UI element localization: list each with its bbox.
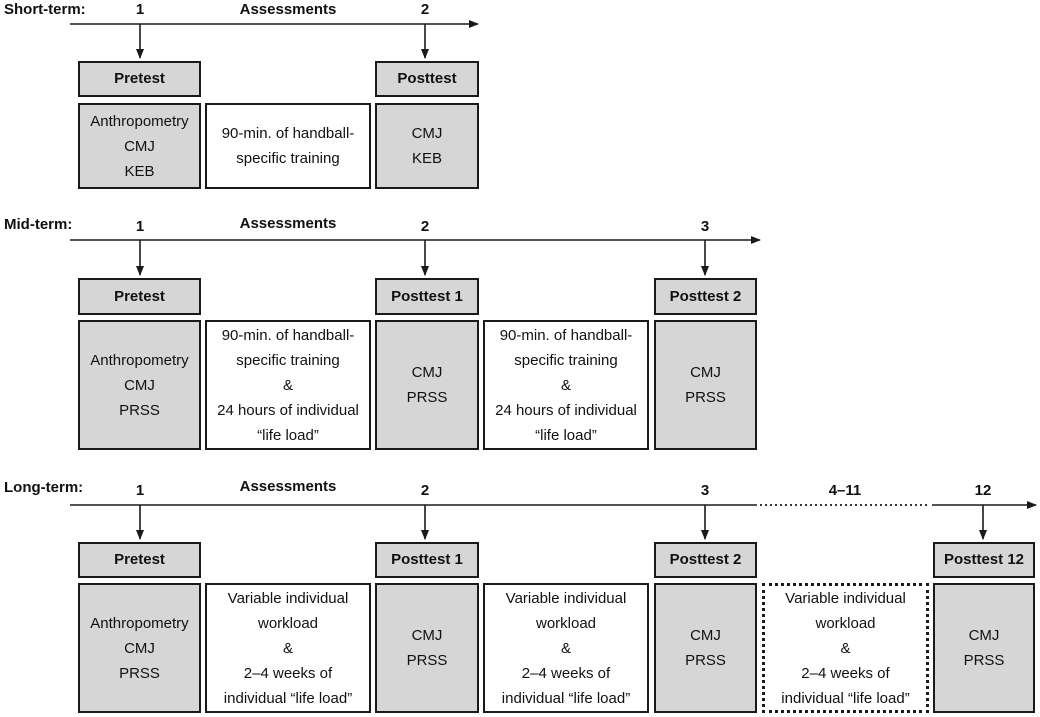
mid-term-label: Mid-term: (4, 216, 73, 233)
long-workload1-line: 2–4 weeks of (243, 664, 333, 682)
long-posttest2-line: CMJ (690, 627, 721, 644)
long-posttest12-header: Posttest 12 (933, 542, 1035, 578)
long-number-4-11: 4–11 (828, 482, 862, 499)
short-pretest-title: Pretest (114, 70, 165, 87)
long-assessments-label: Assessments (239, 478, 337, 495)
short-pretest-box: Anthropometry CMJ KEB (78, 103, 201, 189)
long-workload2-line: & (560, 639, 571, 657)
long-posttest2-box: CMJ PRSS (654, 583, 757, 713)
long-workload-box-3: Variable individual workload & 2–4 weeks… (762, 583, 929, 713)
long-number-2: 2 (420, 482, 430, 499)
mid-posttest2-line: CMJ (690, 364, 721, 381)
long-workload2-line: individual “life load” (501, 689, 631, 707)
mid-posttest1-line: PRSS (406, 389, 448, 406)
long-workload-box-1: Variable individual workload & 2–4 weeks… (205, 583, 371, 713)
mid-posttest1-header: Posttest 1 (375, 278, 479, 315)
short-assessments-label: Assessments (239, 1, 337, 18)
mid-pretest-title: Pretest (114, 287, 165, 305)
long-pretest-line: PRSS (119, 664, 160, 682)
long-workload3-line: workload (815, 614, 876, 632)
long-number-3: 3 (700, 482, 710, 499)
mid-training2-line: “life load” (535, 426, 597, 444)
long-workload3-line: Variable individual (785, 589, 906, 607)
long-workload1-line: Variable individual (227, 589, 349, 607)
mid-pretest-line: CMJ (124, 376, 155, 394)
mid-training2-line: 24 hours of individual (495, 401, 637, 419)
long-workload2-line: workload (535, 614, 597, 632)
long-posttest12-title: Posttest 12 (943, 551, 1025, 568)
mid-posttest2-header: Posttest 2 (654, 278, 757, 315)
short-training-line: specific training (236, 150, 340, 167)
mid-training-box-1: 90-min. of handball- specific training &… (205, 320, 371, 450)
long-workload3-line: 2–4 weeks of (801, 664, 890, 682)
mid-number-1: 1 (135, 218, 145, 235)
long-posttest2-header: Posttest 2 (654, 542, 757, 578)
mid-pretest-header: Pretest (78, 278, 201, 315)
short-training-line: 90-min. of handball- (221, 125, 355, 142)
long-posttest1-box: CMJ PRSS (375, 583, 479, 713)
short-posttest-box: CMJ KEB (375, 103, 479, 189)
long-workload1-line: workload (257, 614, 319, 632)
long-pretest-line: CMJ (124, 639, 155, 657)
mid-posttest1-box: CMJ PRSS (375, 320, 479, 450)
short-pretest-line: KEB (124, 162, 155, 180)
mid-posttest1-title: Posttest 1 (391, 287, 463, 305)
short-posttest-title: Posttest (397, 70, 457, 87)
mid-posttest2-title: Posttest 2 (669, 287, 742, 305)
long-posttest2-title: Posttest 2 (669, 551, 742, 568)
mid-training2-line: 90-min. of handball- (499, 326, 633, 344)
long-pretest-box: Anthropometry CMJ PRSS (78, 583, 201, 713)
long-workload-box-2: Variable individual workload & 2–4 weeks… (483, 583, 649, 713)
mid-pretest-line: Anthropometry (90, 351, 189, 369)
long-posttest12-line: CMJ (968, 627, 1000, 644)
long-workload1-line: & (282, 639, 293, 657)
long-posttest2-line: PRSS (685, 652, 726, 669)
mid-assessments-label: Assessments (239, 215, 337, 232)
short-pretest-header: Pretest (78, 61, 201, 97)
short-term-label: Short-term: (4, 1, 86, 18)
mid-posttest2-line: PRSS (685, 389, 726, 406)
long-workload2-line: Variable individual (505, 589, 627, 607)
mid-number-2: 2 (420, 218, 430, 235)
mid-training1-line: “life load” (257, 426, 319, 444)
long-posttest1-header: Posttest 1 (375, 542, 479, 578)
long-pretest-line: Anthropometry (90, 614, 189, 632)
mid-training1-line: 90-min. of handball- (221, 326, 355, 344)
short-posttest-line: KEB (411, 150, 442, 167)
mid-pretest-line: PRSS (119, 401, 160, 419)
long-posttest1-line: PRSS (406, 652, 448, 669)
mid-training-box-2: 90-min. of handball- specific training &… (483, 320, 649, 450)
long-workload1-line: individual “life load” (223, 689, 353, 707)
short-posttest-header: Posttest (375, 61, 479, 97)
mid-posttest2-box: CMJ PRSS (654, 320, 757, 450)
mid-training2-line: specific training (514, 351, 618, 369)
short-training-box: 90-min. of handball- specific training (205, 103, 371, 189)
long-workload2-line: 2–4 weeks of (521, 664, 611, 682)
short-number-2: 2 (420, 1, 430, 18)
long-number-12: 12 (974, 482, 992, 499)
mid-training2-line: & (560, 376, 571, 394)
long-posttest1-line: CMJ (411, 627, 443, 644)
long-posttest12-box: CMJ PRSS (933, 583, 1035, 713)
long-posttest1-title: Posttest 1 (391, 551, 463, 568)
short-pretest-line: CMJ (124, 137, 155, 155)
mid-training1-line: specific training (236, 351, 340, 369)
mid-posttest1-line: CMJ (411, 364, 443, 381)
long-term-label: Long-term: (4, 479, 84, 496)
long-workload3-line: individual “life load” (781, 689, 910, 707)
long-workload3-line: & (840, 639, 851, 657)
long-pretest-header: Pretest (78, 542, 201, 578)
short-number-1: 1 (135, 1, 145, 18)
long-number-1: 1 (135, 482, 145, 499)
long-posttest12-line: PRSS (963, 652, 1005, 669)
mid-pretest-box: Anthropometry CMJ PRSS (78, 320, 201, 450)
short-posttest-line: CMJ (411, 125, 443, 142)
short-pretest-line: Anthropometry (90, 112, 189, 130)
mid-training1-line: & (282, 376, 293, 394)
long-pretest-title: Pretest (114, 551, 165, 568)
mid-number-3: 3 (700, 218, 710, 235)
mid-training1-line: 24 hours of individual (217, 401, 359, 419)
